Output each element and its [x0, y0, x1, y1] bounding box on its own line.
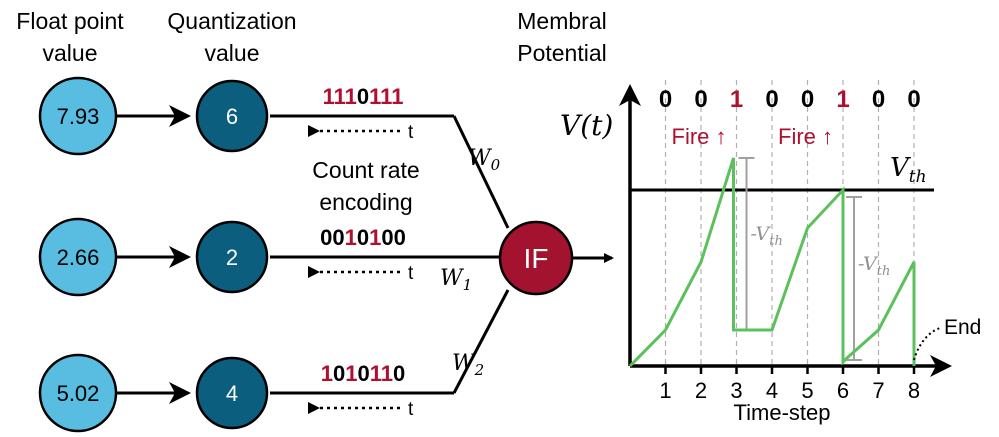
float-value-label: 7.93 — [57, 104, 100, 129]
weight-label: W2 — [452, 351, 484, 379]
float-value-node — [38, 76, 118, 156]
end-label: End — [944, 316, 981, 339]
synapse-line — [452, 115, 510, 229]
x-tick-label: 2 — [695, 378, 707, 403]
bit: 1 — [321, 361, 333, 386]
neuron-row-2: 5.02 4 1010110 t W2 — [38, 289, 510, 433]
if-neuron-label: IF — [524, 243, 549, 274]
encoding-label-line1: Count rate — [312, 157, 419, 183]
float-value-label: 2.66 — [57, 245, 100, 270]
quant-value-node — [195, 356, 269, 430]
weight-label: W1 — [440, 266, 472, 294]
spike-label: 1 — [730, 86, 743, 113]
bit: 1 — [323, 84, 335, 109]
spike-train-bits: 1110111 — [323, 84, 404, 109]
neuron-row-0: 7.93 6 1110111 t W0 — [38, 76, 510, 229]
spike-label: 0 — [801, 86, 814, 113]
bit: 0 — [320, 225, 332, 250]
synapse-line — [452, 289, 510, 394]
float-value-label: 5.02 — [57, 381, 100, 406]
spike-train-bits: 0010100 — [320, 225, 406, 250]
bit: 0 — [394, 225, 406, 250]
timestep-gridlines — [664, 80, 915, 366]
spike-label: 0 — [907, 86, 920, 113]
x-tick-label: 5 — [801, 378, 813, 403]
bit: 0 — [357, 361, 369, 386]
bit: 0 — [332, 225, 344, 250]
bit: 0 — [393, 361, 405, 386]
time-label: t — [408, 122, 414, 143]
spike-label: 0 — [694, 86, 707, 113]
membral-header-line2: Potential — [517, 40, 607, 66]
encoding-label-line2: encoding — [319, 189, 412, 215]
bit: 1 — [345, 225, 357, 250]
quant-value-node — [195, 220, 269, 294]
quant-value-label: 6 — [226, 104, 238, 129]
spike-label: 1 — [836, 86, 849, 113]
fire-label: Fire ↑ — [778, 124, 833, 149]
x-tick-label: 8 — [908, 378, 920, 403]
quant-header-line2: value — [205, 40, 260, 66]
threshold-label: Vth — [890, 153, 927, 187]
bit: 1 — [380, 84, 392, 109]
bit: 1 — [345, 84, 357, 109]
float-header-line2: value — [43, 40, 98, 66]
spike-train-bits: 1010110 — [321, 361, 406, 386]
if-neuron-node — [498, 220, 574, 296]
membrane-potential-trace — [628, 157, 916, 368]
float-value-node — [38, 217, 118, 297]
y-axis-label: V(t) — [560, 109, 613, 142]
x-tick-label: 6 — [837, 378, 849, 403]
fire-labels: Fire ↑ Fire ↑ — [672, 124, 834, 149]
bit: 1 — [391, 84, 403, 109]
bit: 0 — [357, 84, 369, 109]
spike-label: 0 — [659, 86, 672, 113]
spike-label: 0 — [765, 86, 778, 113]
fire-label: Fire ↑ — [672, 124, 727, 149]
bit: 0 — [381, 225, 393, 250]
x-tick-label: 7 — [872, 378, 884, 403]
bit: 0 — [333, 361, 345, 386]
x-tick-label: 1 — [659, 378, 671, 403]
float-header-line1: Float point — [16, 8, 124, 34]
reset-label: -Vth — [751, 223, 783, 249]
x-tick-label: 3 — [730, 378, 742, 403]
end-arrow — [913, 327, 941, 361]
time-label: t — [408, 399, 414, 420]
bit: 1 — [369, 225, 381, 250]
neuron-row-1: 2.66 2 0010100 t W1 — [38, 217, 500, 297]
bit: 1 — [334, 84, 346, 109]
float-value-node — [38, 353, 118, 433]
time-label: t — [408, 263, 414, 284]
x-axis-label: Time-step — [734, 400, 831, 425]
reset-label: -Vth — [858, 253, 890, 279]
x-tick-label: 4 — [766, 378, 778, 403]
quant-value-label: 4 — [226, 381, 238, 406]
bit: 0 — [357, 225, 369, 250]
quant-header-line1: Quantization — [167, 8, 296, 34]
membral-header-line1: Membral — [517, 8, 606, 34]
quant-value-label: 2 — [226, 245, 238, 270]
spike-label: 0 — [872, 86, 885, 113]
quant-value-node — [195, 79, 269, 153]
bit: 1 — [369, 84, 381, 109]
bit: 1 — [345, 361, 357, 386]
bit: 1 — [370, 361, 382, 386]
bit: 1 — [381, 361, 393, 386]
weight-label: W0 — [468, 146, 501, 174]
